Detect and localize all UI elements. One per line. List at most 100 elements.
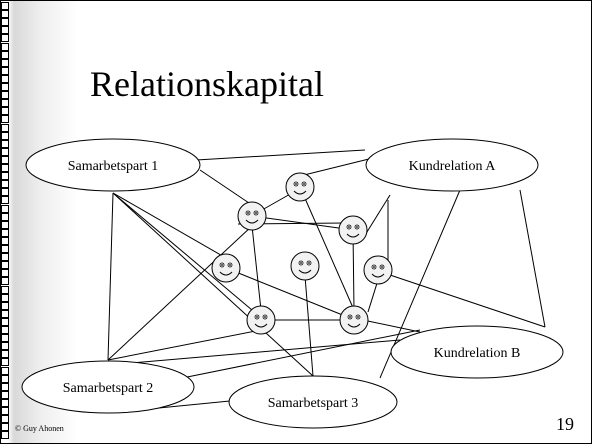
binder-hole [1, 342, 9, 351]
relation-edge [112, 192, 253, 311]
binder-hole [1, 2, 9, 10]
binder-hole [1, 326, 9, 334]
binder-hole [1, 91, 9, 100]
relation-node-sp2: Samarbetspart 2 [21, 360, 195, 414]
binder-hole [1, 34, 9, 43]
slide-title: Relationskapital [90, 64, 324, 104]
binder-hole [1, 366, 9, 375]
smiley-nodes [211, 172, 393, 335]
binder-hole [1, 277, 9, 286]
binder-hole [1, 42, 9, 51]
binder-hole [1, 180, 9, 189]
node-label: Kundrelation B [434, 346, 521, 361]
binder-hole [1, 50, 9, 59]
node-label: Samarbetspart 2 [63, 381, 154, 396]
binder-hole [1, 18, 9, 27]
smiley-icon [290, 251, 320, 281]
binder-hole [1, 382, 9, 391]
relation-edges [107, 149, 546, 414]
binder-hole [1, 172, 9, 181]
binder-holes [1, 2, 9, 442]
node-ellipse [390, 325, 564, 379]
binder-hole [1, 358, 9, 367]
binder-hole [1, 164, 9, 172]
binder-hole [1, 253, 9, 262]
relation-edge [112, 192, 227, 259]
binder-hole [1, 431, 9, 440]
binder-hole [1, 139, 9, 148]
binder-hole [1, 83, 9, 91]
relation-edge [299, 157, 374, 177]
relation-edge [362, 319, 421, 333]
smiley-icon [246, 305, 276, 335]
binder-hole [1, 374, 9, 383]
relation-edge [107, 339, 401, 366]
binder-hole [1, 123, 9, 132]
smiley-icon [285, 172, 315, 202]
binder-hole [1, 131, 9, 140]
binder-hole [1, 212, 9, 221]
node-label: Samarbetspart 3 [268, 396, 359, 411]
binder-strip [0, 0, 78, 444]
binder-hole [1, 350, 9, 359]
node-ellipse [365, 138, 539, 192]
binder-hole [1, 220, 9, 229]
binder-hole [1, 423, 9, 432]
binder-hole [1, 155, 9, 164]
binder-hole [1, 107, 9, 116]
binder-hole [1, 204, 9, 213]
relation-edge [261, 192, 293, 211]
relation-edge [304, 275, 314, 377]
binder-hole [1, 10, 9, 19]
binder-hole [1, 334, 9, 343]
binder-hole [1, 26, 9, 35]
footer-copyright: © Guy Ahonen [15, 424, 64, 433]
smiley-icon [338, 215, 368, 245]
binder-hole [1, 407, 9, 415]
relation-edge [225, 267, 346, 317]
binder-hole [1, 301, 9, 310]
node-ellipse [25, 138, 201, 192]
binder-hole [1, 285, 9, 294]
binder-hole [1, 147, 9, 156]
binder-hole [1, 415, 9, 424]
relation-edge [107, 329, 262, 361]
relation-node-sp3: Samarbetspart 3 [228, 375, 398, 429]
binder-hole [1, 228, 9, 237]
binder-hole [1, 196, 9, 205]
relation-nodes: Samarbetspart 1 Kundrelation A Kundrelatio… [21, 138, 564, 429]
relation-edge [107, 192, 114, 361]
smiley-icon [363, 255, 393, 285]
relation-edge [367, 279, 379, 313]
relation-edge [389, 274, 546, 328]
node-ellipse [21, 360, 195, 414]
binder-hole [1, 99, 9, 108]
smiley-icon [237, 201, 267, 231]
relation-edge [519, 189, 546, 328]
node-label: Kundrelation A [409, 159, 497, 174]
binder-hole [1, 269, 9, 278]
relation-edge [299, 186, 355, 311]
smiley-icon [339, 305, 369, 335]
binder-hole [1, 58, 9, 67]
binder-hole [1, 236, 9, 245]
smiley-icon [211, 253, 241, 283]
relation-edge [107, 225, 253, 361]
relation-node-sp1: Samarbetspart 1 [25, 138, 201, 192]
binder-hole [1, 66, 9, 75]
relation-edge [112, 192, 314, 377]
binder-hole [1, 261, 9, 270]
relation-edge [199, 169, 253, 206]
relation-node-kA: Kundrelation A [365, 138, 539, 192]
page-number: 19 [556, 414, 574, 434]
binder-hole [1, 390, 9, 399]
binder-hole [1, 74, 9, 83]
node-label: Samarbetspart 1 [68, 159, 159, 174]
node-ellipse [228, 375, 398, 429]
binder-hole [1, 115, 9, 124]
relation-node-kB: Kundrelation B [390, 325, 564, 379]
binder-hole [1, 398, 9, 407]
binder-hole [1, 309, 9, 318]
binder-hole [1, 317, 9, 326]
